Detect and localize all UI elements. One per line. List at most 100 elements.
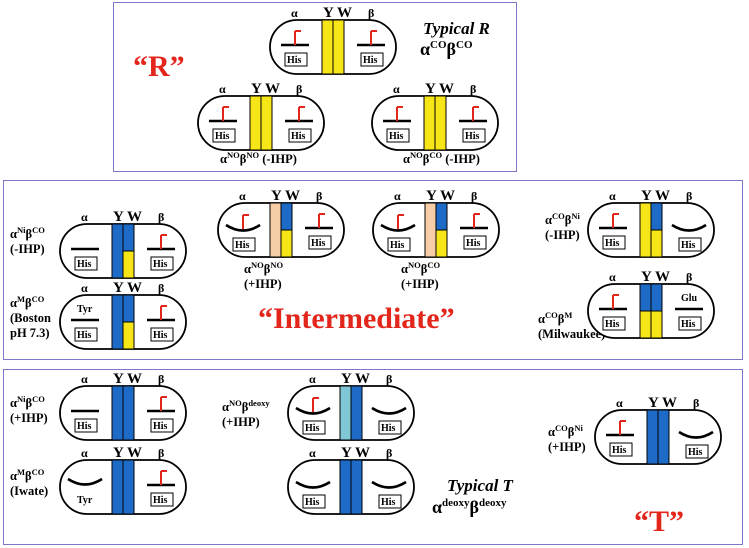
hb-t-ni-co	[59, 370, 187, 441]
intermediate-panel	[3, 180, 743, 360]
alpha-symbol: α	[548, 425, 555, 439]
label-r-no-no: αNOβNO (-IHP)	[220, 150, 297, 167]
hb-r-no-no	[197, 80, 325, 151]
hb-t-no-deoxy	[287, 370, 415, 441]
label-i-ni-co: αNiβCO (-IHP)	[10, 225, 45, 257]
label-i-co-m: αCOβM (Milwaukee)	[538, 310, 606, 342]
beta-ligand: NO	[270, 260, 284, 270]
alpha-ligand: CO	[430, 39, 447, 51]
alpha-symbol: α	[10, 396, 17, 410]
beta-symbol: β	[239, 152, 247, 166]
beta-symbol: β	[567, 425, 575, 439]
condition: (+IHP)	[222, 415, 260, 429]
condition: (-IHP)	[262, 152, 297, 166]
hb-typical-t	[287, 444, 415, 515]
beta-symbol: β	[469, 497, 480, 517]
r-state-title: “R”	[133, 50, 185, 83]
alpha-symbol: α	[10, 296, 17, 310]
condition: (+IHP)	[548, 440, 586, 454]
typical-r-ligands: αCOβCO	[420, 39, 473, 60]
beta-ligand: CO	[31, 467, 45, 477]
alpha-symbol: α	[10, 227, 17, 241]
hb-t-co-ni	[594, 394, 722, 465]
alpha-symbol: α	[222, 400, 229, 414]
alpha-symbol: α	[220, 152, 227, 166]
hb-t-m-co	[59, 444, 187, 515]
typical-t-ligands: αdeoxyβdeoxy	[432, 497, 507, 518]
beta-symbol: β	[263, 262, 271, 276]
alpha-symbol: α	[420, 39, 431, 59]
hb-i-m-co-boston	[59, 279, 187, 350]
alpha-ligand: deoxy	[442, 497, 470, 509]
alpha-symbol: α	[10, 469, 17, 483]
label-i-co-ni: αCOβNi(-IHP)	[545, 211, 580, 243]
label-t-ni-co: αNiβCO(+IHP)	[10, 394, 48, 426]
alpha-ligand: Ni	[16, 225, 26, 235]
beta-symbol: β	[25, 227, 33, 241]
typical-t-title: Typical T	[447, 476, 513, 495]
alpha-symbol: α	[545, 213, 552, 227]
hb-typical-r	[269, 4, 397, 75]
beta-ligand: CO	[427, 260, 441, 270]
alpha-symbol: α	[432, 497, 443, 517]
beta-symbol: β	[25, 396, 33, 410]
alpha-symbol: α	[403, 152, 410, 166]
label-i-no-no: αNOβNO(+IHP)	[244, 260, 284, 292]
typical-r-title: Typical R	[423, 19, 490, 38]
beta-ligand: CO	[456, 39, 473, 51]
intermediate-state-title: “Intermediate”	[258, 302, 455, 335]
beta-ligand: M	[564, 310, 573, 320]
t-panel	[3, 369, 743, 545]
hb-i-ni-co	[59, 208, 187, 279]
alpha-ligand: CO	[554, 423, 568, 433]
beta-ligand: NO	[246, 150, 260, 160]
alpha-symbol: α	[538, 312, 545, 326]
alpha-ligand: NO	[228, 398, 242, 408]
beta-symbol: β	[422, 152, 430, 166]
condition: (+IHP)	[10, 411, 48, 425]
condition: (+IHP)	[401, 277, 439, 291]
variant: (Milwaukee)	[538, 327, 606, 341]
condition: (-IHP)	[10, 242, 45, 256]
alpha-ligand: NO	[407, 260, 421, 270]
variant: (Iwate)	[10, 484, 49, 498]
alpha-ligand: CO	[544, 310, 558, 320]
label-r-no-co: αNOβCO (-IHP)	[403, 150, 480, 167]
condition: pH 7.3)	[10, 326, 50, 340]
alpha-ligand: NO	[226, 150, 240, 160]
beta-symbol: β	[241, 400, 249, 414]
beta-ligand: CO	[429, 150, 443, 160]
hb-i-no-co	[372, 187, 500, 258]
beta-ligand: deoxy	[479, 497, 507, 509]
label-t-co-ni: αCOβNi (+IHP)	[548, 423, 586, 455]
condition: (-IHP)	[445, 152, 480, 166]
variant: (Boston	[10, 311, 51, 325]
hb-i-no-no	[217, 187, 345, 258]
label-t-no-deoxy: αNOβdeoxy (+IHP)	[222, 398, 270, 430]
beta-ligand: CO	[31, 294, 45, 304]
alpha-symbol: α	[401, 262, 408, 276]
beta-symbol: β	[564, 213, 572, 227]
hb-i-co-m	[587, 268, 715, 339]
label-t-m-co: αMβCO (Iwate)	[10, 467, 49, 499]
beta-symbol: β	[446, 39, 457, 59]
beta-symbol: β	[420, 262, 428, 276]
hb-r-no-co	[371, 80, 499, 151]
beta-ligand: Ni	[574, 423, 583, 433]
alpha-ligand: NO	[409, 150, 423, 160]
alpha-ligand: NO	[250, 260, 264, 270]
alpha-ligand: Ni	[16, 394, 26, 404]
alpha-symbol: α	[244, 262, 251, 276]
beta-symbol: β	[25, 296, 32, 310]
hb-i-co-ni	[587, 187, 715, 258]
beta-ligand: CO	[32, 225, 45, 235]
beta-symbol: β	[557, 312, 565, 326]
beta-symbol: β	[25, 469, 32, 483]
alpha-ligand: M	[16, 467, 26, 477]
label-i-no-co: αNOβCO (+IHP)	[401, 260, 441, 292]
alpha-ligand: CO	[551, 211, 565, 221]
beta-ligand: deoxy	[248, 398, 270, 408]
r-panel	[113, 2, 517, 172]
